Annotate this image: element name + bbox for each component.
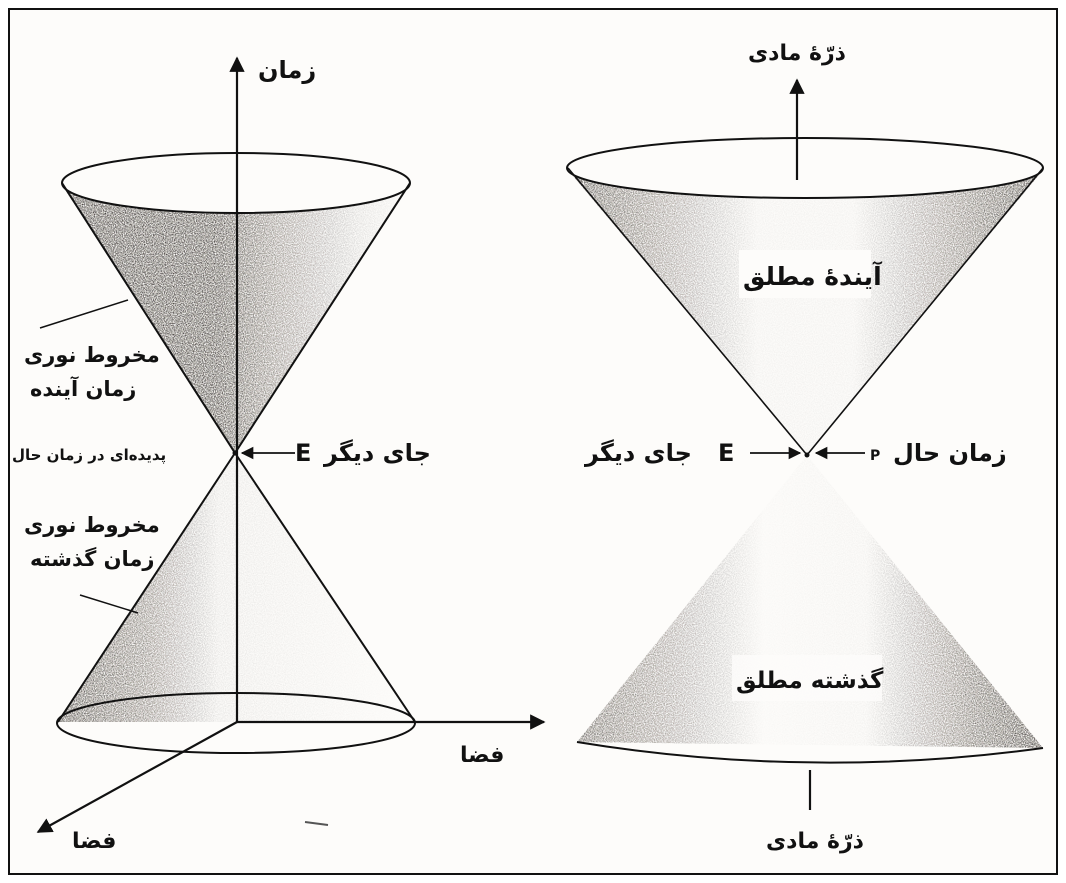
figure-frame: زمان فضا فضا مخروط نوری زمان آینده پدیده… xyxy=(8,8,1058,875)
left-elsewhere-label: جای دیگر xyxy=(323,439,431,467)
left-event-letter: E xyxy=(295,439,311,467)
absolute-future-label: آیندهٔ مطلق xyxy=(743,261,883,292)
right-elsewhere-label: جای دیگر xyxy=(584,439,692,467)
future-cone-label-line1: مخروط نوری xyxy=(24,343,160,367)
present-event-label: پدیده‌ای در زمان حال xyxy=(12,446,166,465)
right-diagram: ذرّهٔ مادی آیندهٔ مطلق جای دیگر E P زمان… xyxy=(567,41,1043,854)
present-label: زمان حال xyxy=(893,439,1007,467)
right-top-ellipse xyxy=(567,138,1043,198)
stray-mark xyxy=(305,822,328,825)
left-event-point xyxy=(233,451,238,456)
light-cone-figure: زمان فضا فضا مخروط نوری زمان آینده پدیده… xyxy=(10,10,1058,875)
time-axis-label: زمان xyxy=(258,56,316,84)
right-past-cone xyxy=(577,455,1043,748)
absolute-past-label: گذشته مطلق xyxy=(736,667,884,694)
past-cone-label-line1: مخروط نوری xyxy=(24,513,160,537)
right-point-letter: P xyxy=(870,448,880,464)
space-axis-label-front: فضا xyxy=(72,829,116,854)
particle-label-bottom: ذرّهٔ مادی xyxy=(766,829,864,854)
left-space-axis-front xyxy=(38,722,237,832)
future-cone-label-line2: زمان آینده xyxy=(30,376,136,401)
particle-label-top: ذرّهٔ مادی xyxy=(748,41,846,66)
past-cone-label-line2: زمان گذشته xyxy=(30,546,155,571)
future-cone-pointer xyxy=(40,300,128,328)
left-diagram: زمان فضا فضا مخروط نوری زمان آینده پدیده… xyxy=(12,56,544,854)
right-event-point xyxy=(805,453,810,458)
past-cone-pointer xyxy=(80,595,138,613)
right-event-letter: E xyxy=(718,439,734,467)
right-future-cone xyxy=(568,170,1043,455)
space-axis-label-right: فضا xyxy=(460,743,504,768)
